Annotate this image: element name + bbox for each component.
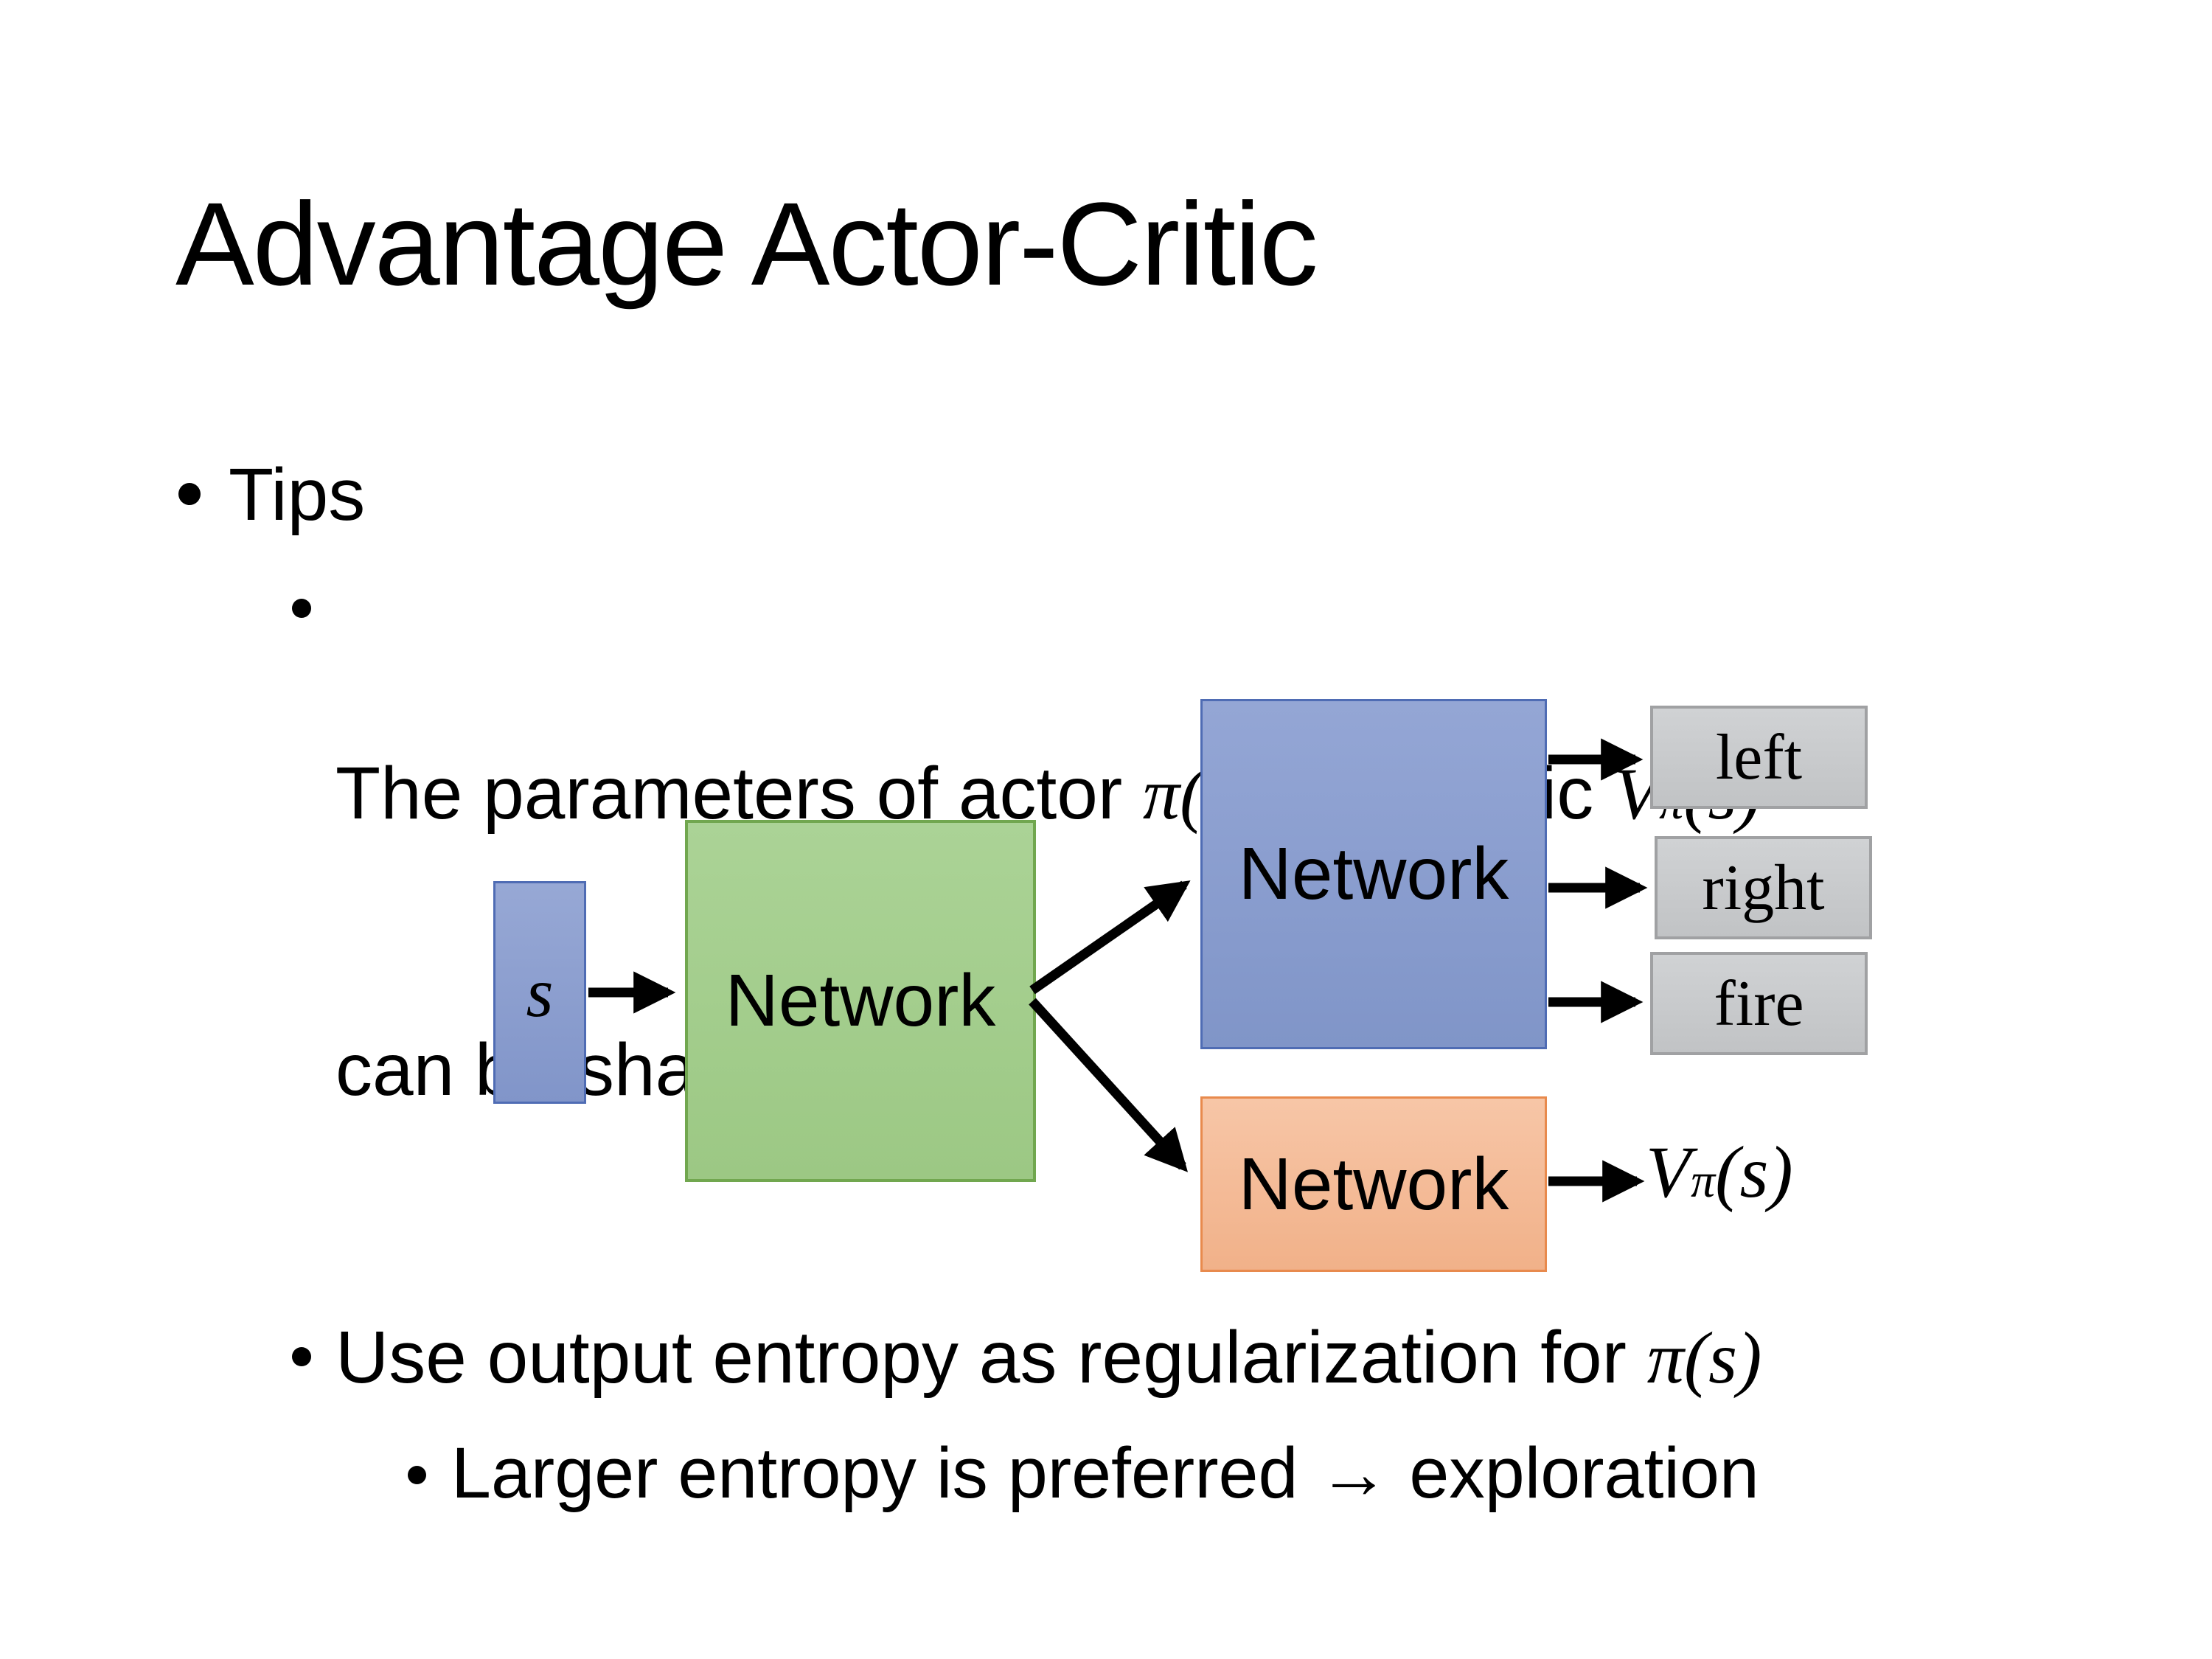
bullet-dot-entropy: [292, 1347, 311, 1366]
action-label-fire: fire: [1714, 967, 1804, 1040]
entropy-pi-math: π(s): [1646, 1317, 1762, 1399]
shared-network-label: Network: [725, 959, 996, 1042]
bullet-dot-exploration: [408, 1466, 426, 1484]
bullet-tips: Tips: [229, 453, 366, 536]
action-box-fire: fire: [1650, 952, 1868, 1055]
actor-network-box: Network: [1200, 699, 1547, 1049]
bullet-exploration: Larger entropy is preferred → exploratio…: [451, 1433, 1759, 1513]
bullet-entropy: Use output entropy as regularization for…: [335, 1313, 1761, 1402]
value-pi-superscript: π: [1691, 1154, 1716, 1208]
state-label: s: [526, 953, 554, 1032]
entropy-text-pre: Use output entropy as regularization for: [335, 1316, 1647, 1399]
actor-network-label: Network: [1238, 832, 1509, 915]
value-output-label: Vπ(s): [1646, 1130, 1793, 1214]
state-input-box: s: [493, 881, 586, 1104]
action-box-right: right: [1655, 836, 1872, 939]
bullet-parameters-line1: The parameters of actor π(s) and critic …: [335, 748, 1761, 840]
action-label-left: left: [1715, 721, 1803, 793]
page-title: Advantage Actor-Critic: [175, 178, 1318, 310]
action-label-right: right: [1702, 852, 1825, 924]
bullet-dot-parameters: [292, 599, 311, 618]
value-paren-math: (s): [1715, 1131, 1793, 1213]
value-V-math: V: [1646, 1131, 1691, 1213]
bullet-dot-level1: [178, 483, 201, 505]
critic-network-label: Network: [1238, 1142, 1509, 1225]
critic-network-box: Network: [1200, 1096, 1547, 1272]
action-box-left: left: [1650, 706, 1868, 809]
shared-network-box: Network: [685, 820, 1036, 1182]
